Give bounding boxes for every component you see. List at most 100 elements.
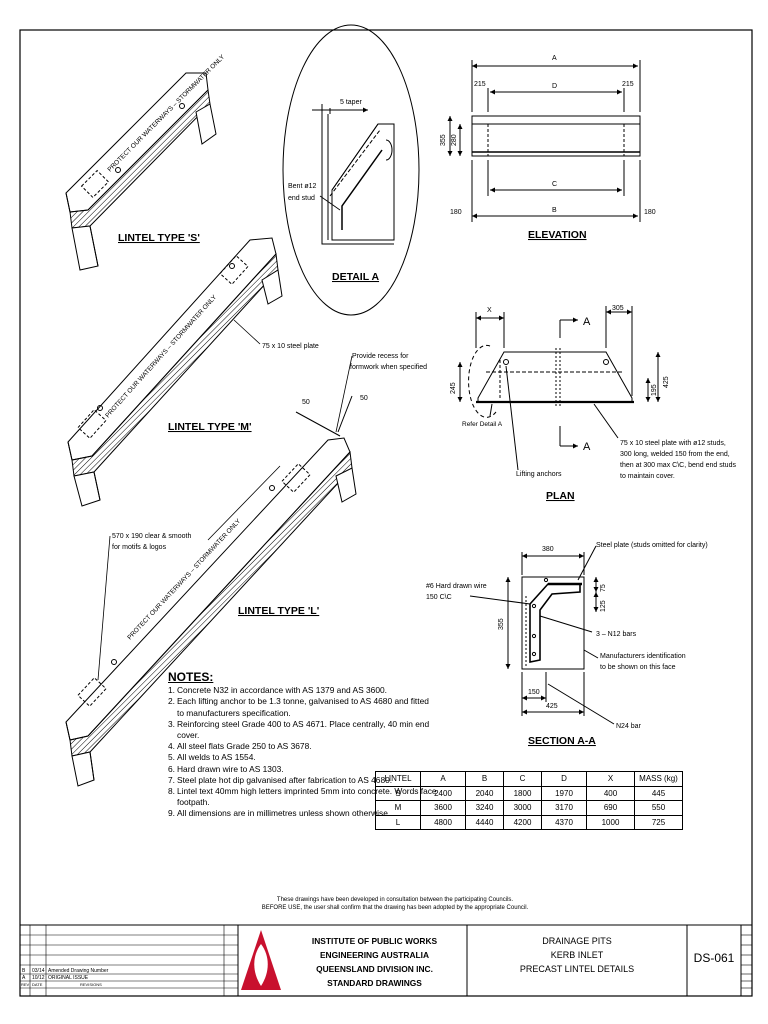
notes: NOTES: 1.Concrete N32 in accordance with… xyxy=(168,670,438,820)
elevation-label: ELEVATION xyxy=(528,229,587,241)
rev-hdr-rev: REV xyxy=(21,982,30,987)
elevation-drawing xyxy=(447,60,641,222)
plan-refer-detail: Refer Detail A xyxy=(462,421,503,428)
drawing-title-3: PRECAST LINTEL DETAILS xyxy=(519,964,635,974)
table-cell: 1800 xyxy=(503,785,542,801)
plan-note-3: then at 300 max C\C, bend end studs xyxy=(620,462,736,469)
steel-plate-note: 75 x 10 steel plate xyxy=(262,343,319,350)
lintel-m-drawing xyxy=(67,237,283,507)
rev-b-desc: Amended Drawing Number xyxy=(48,968,109,974)
plan-section-a-bottom: A xyxy=(583,441,591,453)
elev-dim-180b: 180 xyxy=(644,209,656,216)
detail-bent-2: end stud xyxy=(288,195,315,202)
drawing-title-2: KERB INLET xyxy=(550,950,604,960)
plan-section-a-top: A xyxy=(583,316,591,328)
detail-bent-1: Bent ø12 xyxy=(288,183,317,190)
table-header: D xyxy=(541,771,587,787)
sec-manu-1: Manufacturers identification xyxy=(600,653,686,660)
lintel-m-label: LINTEL TYPE 'M' xyxy=(168,421,252,433)
drawing-title-block: DRAINAGE PITS KERB INLET PRECAST LINTEL … xyxy=(467,934,687,976)
rev-a-date: 10/12 xyxy=(32,975,45,981)
detail-a-drawing xyxy=(282,24,420,316)
title-block-lines xyxy=(20,924,752,996)
dim-50a-label: 50 xyxy=(302,399,310,406)
note-item: 4.All steel flats Grade 250 to AS 3678. xyxy=(168,741,312,752)
table-cell: 2400 xyxy=(420,785,466,801)
elev-dim-b: B xyxy=(552,207,557,214)
table-cell: 445 xyxy=(634,785,683,801)
table-cell: L xyxy=(375,814,421,830)
lintel-m-text: PROTECT OUR WATERWAYS – STORMWATER ONLY xyxy=(104,293,218,419)
section-aa-drawing xyxy=(469,545,615,725)
lintel-s-drawing xyxy=(65,72,217,271)
sec-n12: 3 – N12 bars xyxy=(596,631,637,638)
table-cell: S xyxy=(375,785,421,801)
sec-dim-355: 355 xyxy=(498,618,505,630)
table-cell: 3170 xyxy=(541,800,587,816)
detail-a-label: DETAIL A xyxy=(332,271,379,283)
sec-manu-2: to be shown on this face xyxy=(600,664,676,671)
sec-n24: N24 bar xyxy=(616,723,642,730)
table-cell: 725 xyxy=(634,814,683,830)
detail-taper: 5 taper xyxy=(340,99,362,106)
recess-note-1: Provide recess for xyxy=(352,353,409,360)
note-item: 7.Steel plate hot dip galvanised after f… xyxy=(168,774,393,785)
lintel-l-label: LINTEL TYPE 'L' xyxy=(238,605,319,617)
note-item: 2.Each lifting anchor to be 1.3 tonne, g… xyxy=(168,696,429,718)
disclaimer-line-1: These drawings have been developed in co… xyxy=(276,897,514,903)
rev-b-letter: B xyxy=(22,968,26,974)
sheet-border xyxy=(19,29,753,997)
disclaimer: These drawings have been developed in co… xyxy=(250,896,540,912)
table-row: S 2400 2040 1800 1970 400 445 xyxy=(375,785,683,801)
elev-dim-d: D xyxy=(552,83,557,90)
table-cell: 1970 xyxy=(541,785,587,801)
table-cell: 4200 xyxy=(503,814,542,830)
rev-a-desc: ORIGINAL ISSUE xyxy=(48,975,89,981)
note-item: 6.Hard drawn wire to AS 1303. xyxy=(168,763,284,774)
drawing-number: DS-061 xyxy=(693,951,735,965)
clear-note-2: for motifs & logos xyxy=(112,544,167,551)
table-cell: M xyxy=(375,800,421,816)
plan-dim-195: 195 xyxy=(651,384,658,396)
disclaimer-line-2: BEFORE USE, the user shall confirm that … xyxy=(261,905,529,911)
org-name: INSTITUTE OF PUBLIC WORKS ENGINEERING AU… xyxy=(311,936,438,960)
org-block: INSTITUTE OF PUBLIC WORKS ENGINEERING AU… xyxy=(282,934,467,990)
org-standard: STANDARD DRAWINGS xyxy=(327,978,422,988)
table-header: A xyxy=(420,771,466,787)
elev-dim-180a: 180 xyxy=(450,209,462,216)
sec-wire-2: 150 C\C xyxy=(426,594,452,601)
plan-dim-425: 425 xyxy=(663,376,670,388)
elev-dim-215a: 215 xyxy=(474,81,486,88)
elev-dim-355: 355 xyxy=(440,134,447,146)
clear-note-1: 570 x 190 clear & smooth xyxy=(112,533,191,540)
elev-dim-215b: 215 xyxy=(622,81,634,88)
table-cell: 4800 xyxy=(420,814,466,830)
table-cell: 3240 xyxy=(465,800,504,816)
sec-steel-note: Steel plate (studs omitted for clarity) xyxy=(596,542,708,549)
notes-title: NOTES: xyxy=(168,670,214,684)
rev-a-letter: A xyxy=(22,975,26,981)
plan-drawing xyxy=(457,306,661,471)
plan-label: PLAN xyxy=(546,490,575,502)
rev-b-date: 03/14 xyxy=(32,968,45,974)
drawing-title-1: DRAINAGE PITS xyxy=(542,936,612,946)
table-cell: 4440 xyxy=(465,814,504,830)
section-label: SECTION A-A xyxy=(528,735,596,747)
table-cell: 550 xyxy=(634,800,683,816)
elev-dim-c: C xyxy=(552,181,557,188)
plan-lifting: Lifting anchors xyxy=(516,471,562,478)
sec-dim-380: 380 xyxy=(542,546,554,553)
org-division: QUEENSLAND DIVISION INC. xyxy=(316,964,433,974)
ipwea-logo xyxy=(241,930,281,990)
plan-note-1: 75 x 10 steel plate with ø12 studs, xyxy=(620,440,726,447)
note-item: 3.Reinforcing steel Grade 400 to AS 4671… xyxy=(168,718,430,741)
sec-dim-75: 75 xyxy=(600,584,607,592)
table-cell: 690 xyxy=(586,800,635,816)
plan-note-2: 300 long, welded 150 from the end, xyxy=(620,451,730,458)
sec-dim-425: 425 xyxy=(546,703,558,710)
rev-hdr-desc: REVISIONS xyxy=(80,982,102,987)
table-cell: 3000 xyxy=(503,800,542,816)
rev-hdr-date: DATE xyxy=(32,982,43,987)
note-item: 8.Lintel text 40mm high letters imprinte… xyxy=(168,786,437,808)
